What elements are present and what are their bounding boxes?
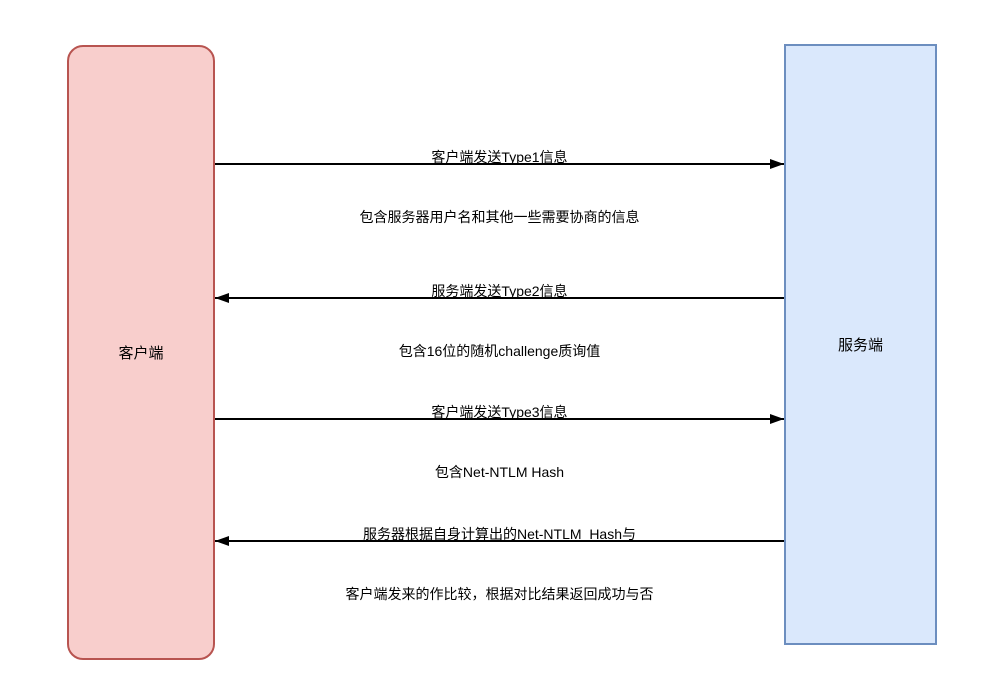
message-4-arrow-line <box>215 540 784 542</box>
message-4-arrowhead-left-icon <box>215 536 229 546</box>
actor-client-box: 客户端 <box>67 45 215 660</box>
message-2-line1: 服务端发送Type2信息 <box>431 283 568 299</box>
message-1-label: 客户端发送Type1信息 包含服务器用户名和其他一些需要协商的信息 <box>215 107 784 267</box>
message-2-arrowhead-left-icon <box>215 293 229 303</box>
message-3-line1: 客户端发送Type3信息 <box>431 404 568 420</box>
actor-client-label: 客户端 <box>118 345 164 362</box>
message-4-line2: 客户端发来的作比较，根据对比结果返回成功与否 <box>345 586 654 602</box>
message-2-arrow-line <box>215 297 784 299</box>
actor-server-label: 服务端 <box>837 337 883 354</box>
message-2-line2: 包含16位的随机challenge质询值 <box>398 343 601 359</box>
message-3-arrow-line <box>215 418 784 420</box>
message-1-arrowhead-right-icon <box>770 159 784 169</box>
message-3-line2: 包含Net-NTLM Hash <box>434 464 565 480</box>
message-4-line1: 服务器根据自身计算出的Net-NTLM Hash与 <box>362 526 637 542</box>
message-1-arrow-line <box>215 163 784 165</box>
message-4-label: 服务器根据自身计算出的Net-NTLM Hash与 客户端发来的作比较，根据对比… <box>215 484 784 644</box>
message-3-label: 客户端发送Type3信息 包含Net-NTLM Hash <box>215 362 784 522</box>
message-2-label: 服务端发送Type2信息 包含16位的随机challenge质询值 <box>215 241 784 401</box>
message-3-arrowhead-right-icon <box>770 414 784 424</box>
message-1-line1: 客户端发送Type1信息 <box>431 149 568 165</box>
message-1-line2: 包含服务器用户名和其他一些需要协商的信息 <box>359 209 640 225</box>
actor-server-box: 服务端 <box>784 44 937 645</box>
